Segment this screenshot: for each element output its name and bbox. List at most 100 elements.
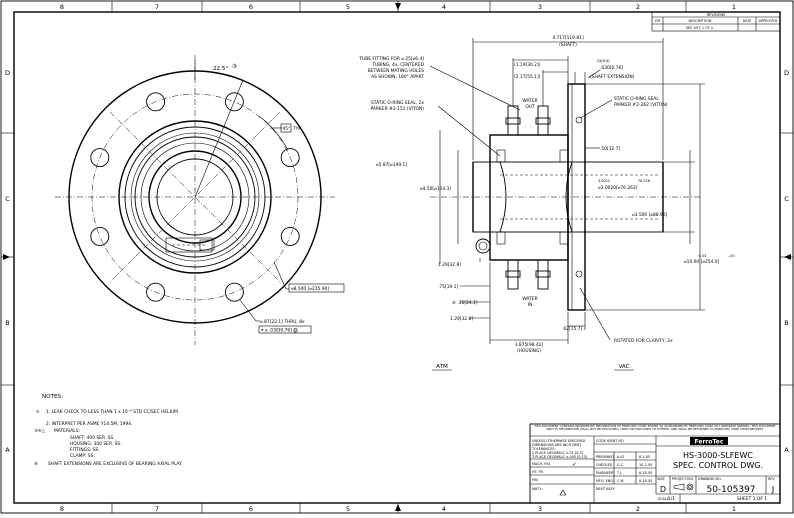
zone-col-3: 3: [538, 3, 542, 11]
water-in-line-1: WATER: [522, 296, 537, 302]
zone-col-3-bottom: 3: [538, 505, 542, 513]
notes-block: NOTES: ① 1. LEAK CHECK TO LESS THAN 1 x …: [34, 394, 182, 467]
rotated-note: ROTATED FOR CLARITY, 2x: [614, 338, 673, 344]
dim-3-002-tol-b: 76.258: [638, 179, 650, 183]
scale-value: 1/1: [668, 496, 675, 502]
proprietary-notice-wrapper: THIS DOCUMENT CONTAINS PROPRIETARY INFOR…: [534, 425, 776, 431]
housing-length-dim: 3.875[98.42]: [515, 342, 544, 348]
projection-label: PROJECTION: [672, 477, 693, 481]
angle-22-5-label: 22.5°: [213, 66, 228, 72]
zone-col-2-bottom: 2: [636, 505, 640, 513]
end-view: 22.5° ③ 45° TYP. ⌀8.500 [⌀215.90] ⌀.87[2…: [55, 55, 345, 345]
rev-label: REV: [768, 477, 775, 481]
size-value: D: [660, 485, 666, 494]
mach-fin-label: MACH. FIN.: [532, 462, 551, 466]
approval-3-date: 8-18-05: [639, 471, 652, 475]
drawing-number: 50-105397: [706, 485, 755, 495]
zone-col-7: 7: [155, 3, 159, 11]
note-3-housing: HOUSING: 300 SER. SS.: [70, 441, 122, 447]
approval-3-name: T.J.: [616, 471, 622, 475]
size-label: SIZE: [657, 477, 665, 481]
approval-2-date: 10-2-05: [639, 463, 652, 467]
approval-4-name: C.M.: [617, 479, 624, 483]
zone-col-5-bottom: 5: [346, 505, 350, 513]
zone-row-d-right: D: [784, 69, 789, 77]
shaft-length-label: (SHAFT): [559, 42, 577, 48]
zone-row-d: D: [5, 69, 10, 77]
tolerance-line-1: UNLESS OTHERWISE SPECIFIED: [532, 439, 586, 443]
dim-1-29-a: 1.29[32.8]: [438, 262, 461, 268]
ferrotec-logo-text: FerroTec: [695, 439, 724, 446]
dim-10-00-tol-a: +.03: [698, 254, 706, 258]
shaft-extension-label: (SHAFT EXTENSION): [590, 74, 635, 80]
zone-col-6-bottom: 6: [249, 505, 253, 513]
dim-10-00: ⌀10.00 [⌀254.0]: [684, 259, 720, 265]
approval-1-date: 8-1-05: [639, 455, 650, 459]
zone-col-6: 6: [249, 3, 253, 11]
revisions-block: REVISIONS LTR DESCRIPTION DATE APPROVED …: [651, 11, 781, 32]
zone-col-4-bottom: 4: [442, 505, 446, 513]
note-3-shaft: SHAFT: 400 SER. SS.: [70, 435, 115, 441]
holes-thru-note: ⌀.87[22.1] THRU, 8x: [260, 319, 305, 325]
rev-header-ltr: LTR: [655, 19, 661, 23]
note-4-mark: ⑥: [34, 461, 38, 467]
note-4-text: SHAFT EXTENSIONS ARE EXCLUSIVE OF BEARIN…: [48, 461, 182, 467]
dim-0-75: .75[19.1]: [438, 284, 458, 290]
zone-row-c: C: [5, 195, 10, 203]
section-view: 4.717[119.81] (SHAFT) TUBE FITTING FOR ⌀…: [358, 35, 735, 371]
mach-fin-check: ✓: [572, 462, 577, 468]
material-label: MAT'L:: [532, 487, 543, 491]
scale-label: SCALE: [658, 497, 669, 501]
dim-0-50: .50[12.7]: [600, 146, 620, 152]
static-seal-right-line-2: PARKER #2-262 (VITON): [614, 102, 668, 108]
tolerance-line-2: DIMENSIONS ARE INCH [MM]: [532, 443, 581, 447]
tube-note-line-1: TUBE FITTING FOR ⌀.25[⌀6.4]: [358, 56, 424, 62]
tolerance-line-3: TOLERANCES:: [531, 447, 556, 451]
notes-title: NOTES:: [42, 394, 63, 400]
note-2-text: 2. INTERPRET PER ASME Y14.5M, 1994.: [46, 421, 132, 427]
dim-3-500: ⌀3.500 [⌀88.90]: [632, 212, 668, 218]
approval-1-role: PREPARED: [596, 455, 614, 459]
zone-row-c-right: C: [784, 195, 789, 203]
tube-note-line-4: AS SHOWN, 180° APART: [371, 74, 424, 80]
dim-0-62: .62[15.7]: [562, 326, 582, 332]
sheet-number: SHEET 1 OF 1: [737, 496, 767, 502]
zone-col-5: 5: [346, 3, 350, 11]
approval-2-role: CHECKED: [596, 463, 613, 467]
water-out-line-1: WATER: [522, 98, 537, 104]
drawing-title-1: HS-3000-SLFEWC: [683, 451, 753, 460]
zone-row-b: B: [5, 319, 9, 327]
dim-10-00-tol-b: -.00: [728, 254, 735, 258]
drawing-number-label: DRAWING NO.: [698, 477, 722, 481]
shaft-extension-extra: .25[6.4]: [596, 59, 610, 63]
code-ident-label: CODE IDENT NO.: [596, 439, 624, 443]
vac-label: VAC: [618, 364, 629, 370]
rev-header-description: DESCRIPTION: [689, 19, 712, 23]
zone-col-1: 1: [732, 3, 736, 11]
drawing-title-2: SPEC. CONTROL DWG.: [673, 461, 763, 470]
angle-22-5-ref: ③: [232, 63, 237, 70]
zone-col-4: 4: [442, 3, 446, 11]
zone-row-a: A: [5, 446, 10, 454]
next-assy-label: NEXT ASSY: [596, 487, 616, 491]
dim-2-17: (2.17[55.1]): [514, 74, 541, 80]
tube-note-line-2: TUBING, 4x, CENTERED: [371, 62, 424, 68]
zone-labels: 8 7 6 5 4 3 2 1 8 7 6 5 4 3 2 1 D C B A …: [5, 3, 789, 513]
rev-header-date: DATE: [743, 19, 752, 23]
static-seal-left-line-1: STATIC O-RING SEAL, 2x: [371, 100, 424, 106]
shaft-extension-dim: .030[0.76]: [600, 65, 623, 71]
typ-label: TYP.: [292, 126, 302, 132]
zone-col-2: 2: [636, 3, 640, 11]
projection-symbol: [673, 483, 694, 491]
rev-header-approved: APPROVED: [759, 19, 778, 23]
dim-1-29-b: 1.29[32.8]: [450, 316, 473, 322]
approval-3-role: ENGINEER: [596, 471, 614, 475]
approval-4-date: 8-18-05: [639, 479, 652, 483]
rev-value: J: [771, 485, 774, 494]
approval-2-name: G.C.: [617, 463, 624, 467]
zone-col-1-bottom: 1: [732, 505, 736, 513]
note-3-clamp: CLAMP: SS.: [70, 453, 95, 459]
